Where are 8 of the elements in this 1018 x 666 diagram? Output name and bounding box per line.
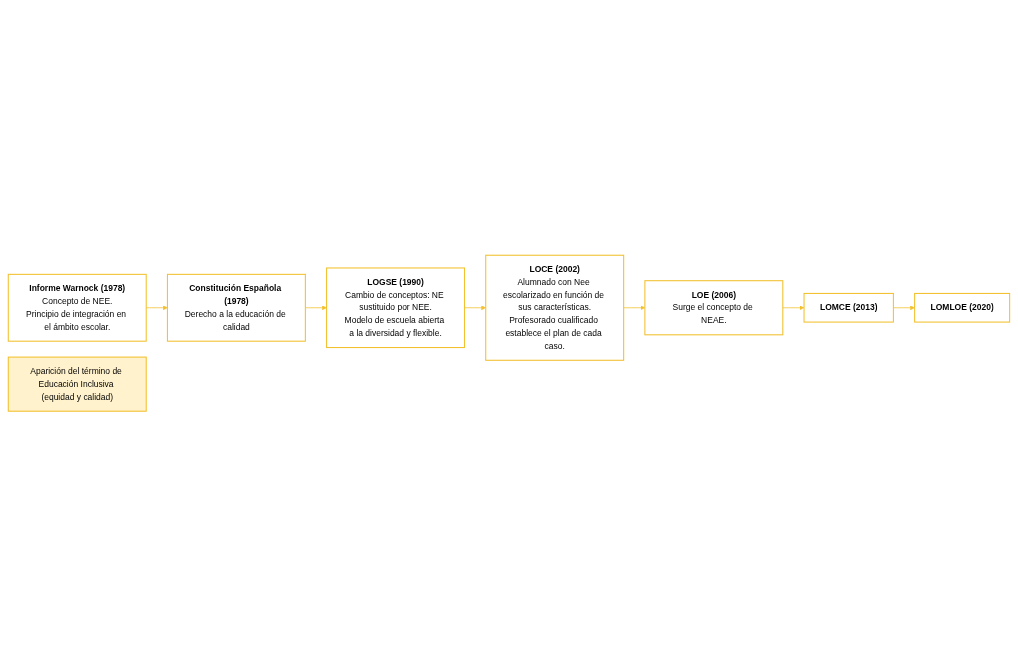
node-box: LOMLOE (2020): [914, 292, 1011, 323]
node-box: Constitución Española (1978) Derecho a la educación de calidad: [166, 273, 306, 342]
node-box: Aparición del término de Educación Inclusiva (equidad y calidad): [7, 356, 147, 412]
node-box: LOE (2006) Surge el concepto de NEAE.: [644, 279, 784, 336]
node-box: LOCE (2002) Alumnado con Nee escolarizado en función de sus características. Profesorado cualificado establece el plan de cada caso.: [485, 254, 625, 361]
node-box: Informe Warnock (1978) Concepto de NEE. Principio de integración en el ámbito escolar.: [7, 273, 147, 342]
node-box: LOMCE (2013): [803, 292, 894, 323]
node-box: LOGSE (1990) Cambio de conceptos: NE sustituido por NEE. Modelo de escuela abierta a la diversidad y flexible.: [326, 267, 466, 348]
